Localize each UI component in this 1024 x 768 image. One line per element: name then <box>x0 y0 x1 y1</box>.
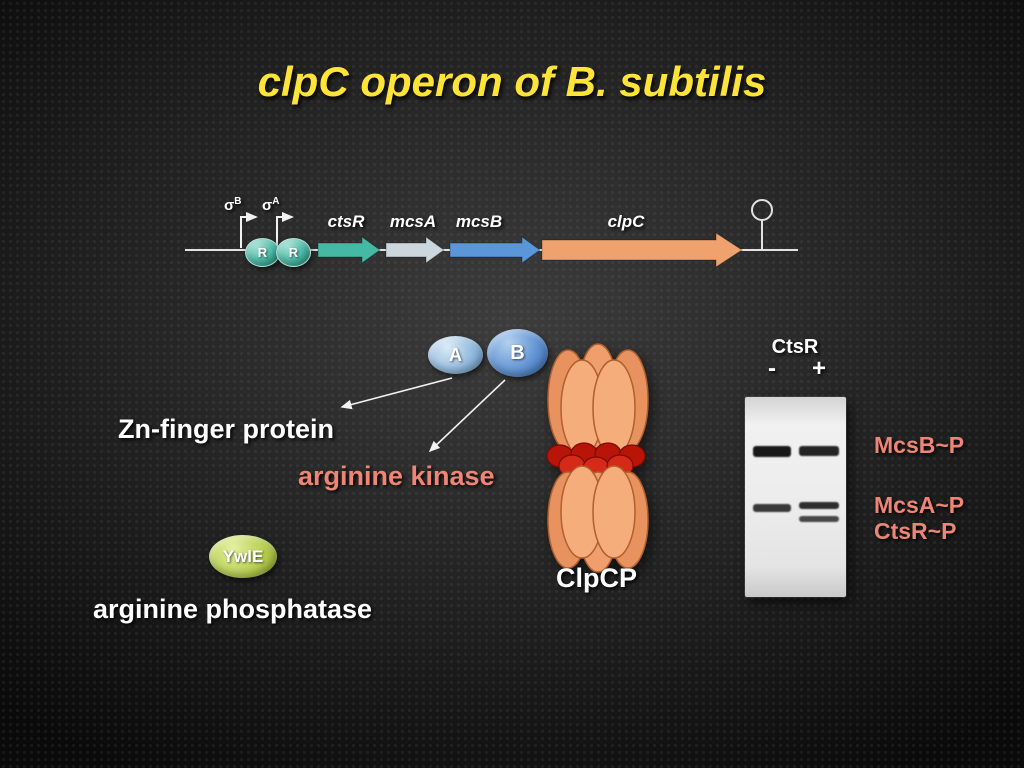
ywle-label: YwlE <box>222 546 264 566</box>
promoter-sigma-b-arrow <box>240 212 258 248</box>
title-gene: clpC <box>257 58 349 105</box>
arginine-kinase-label: arginine kinase <box>298 461 495 491</box>
operon-diagram <box>185 199 798 268</box>
gel-header-ctsr: CtsR <box>771 336 819 358</box>
repressor-oval-left: R <box>245 238 280 267</box>
sigma-a-base: σ <box>262 197 273 214</box>
clpc-bottom-lobe <box>592 465 636 559</box>
arginine-phosphatase-label: arginine phosphatase <box>93 594 373 624</box>
sigma-b-base: σ <box>224 197 235 214</box>
mcsa-subunit-label: A <box>449 344 462 365</box>
gel-band-mcsa-plus <box>799 502 839 509</box>
repressor-oval-right: R <box>276 238 311 267</box>
mcsb-subunit-label: B <box>510 341 525 364</box>
gene-arrow-mcsA <box>385 236 445 264</box>
gene-arrow-clpC <box>541 232 743 268</box>
repressor-right-label: R <box>288 245 299 260</box>
sigma-a-sup: A <box>272 196 280 207</box>
gene-label-mcsA: mcsA <box>389 212 437 231</box>
sigma-a-label: σA <box>262 196 280 214</box>
gel-band-ctsr-plus <box>799 516 839 522</box>
terminator-loop-icon <box>751 199 773 221</box>
clpcp-complex <box>546 343 649 573</box>
ctsr-p-label: CtsR~P <box>874 518 957 544</box>
ywle-oval: YwlE <box>209 535 277 578</box>
gel-band-mcsb-minus <box>753 446 791 457</box>
gel-band-mcsb-plus <box>799 446 839 456</box>
arrow-to-zn-finger <box>340 377 453 410</box>
title-middle: operon of <box>348 58 566 105</box>
gene-label-ctsR: ctsR <box>327 212 365 231</box>
gene-arrow-ctsR <box>317 236 381 264</box>
gene-label-clpC: clpC <box>607 212 645 231</box>
gel-image <box>745 397 846 597</box>
gel-band-mcsa-minus <box>753 504 791 512</box>
annotation-arrows <box>340 377 506 453</box>
mcsb-p-label: McsB~P <box>874 432 965 458</box>
slide-title: clpC operon of B. subtilis <box>0 58 1024 106</box>
promoter-sigma-a-arrow <box>276 212 294 248</box>
zn-finger-label: Zn-finger protein <box>118 414 334 444</box>
sigma-b-label: σB <box>224 196 242 214</box>
mcsb-subunit-oval: B <box>487 329 548 377</box>
gene-arrow-mcsB <box>449 236 541 264</box>
arrow-to-arginine-kinase <box>428 379 506 453</box>
gene-label-mcsB: mcsB <box>455 212 503 231</box>
clpc-top-lobe <box>592 359 636 457</box>
clpcp-label: ClpCP <box>556 563 637 593</box>
sigma-b-sup: B <box>234 196 242 207</box>
title-species: B. subtilis <box>565 58 767 105</box>
mcsa-subunit-oval: A <box>428 336 483 374</box>
gel-lane-minus-label: - <box>768 355 776 382</box>
mcsa-p-label: McsA~P <box>874 492 965 518</box>
repressor-left-label: R <box>257 245 268 260</box>
gel-lane-plus-label: + <box>811 355 826 382</box>
